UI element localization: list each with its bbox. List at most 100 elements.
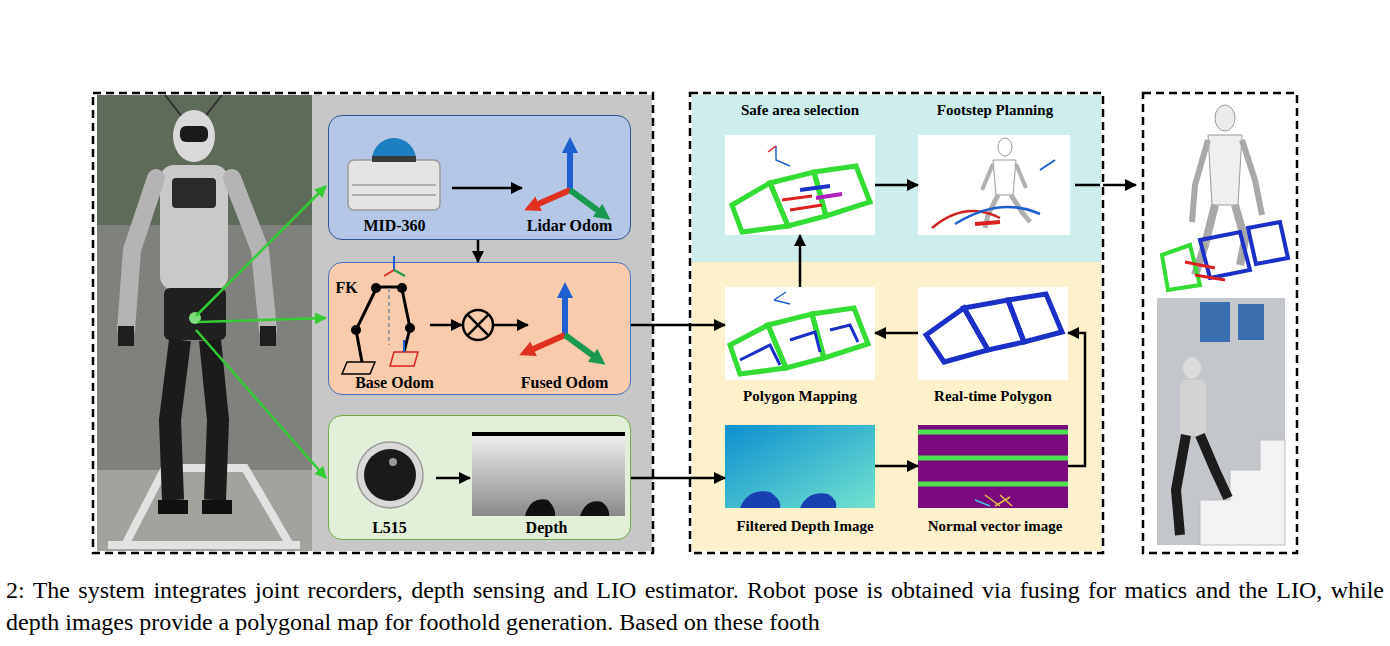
node-label: Polygon Mapping <box>743 389 857 404</box>
result-images <box>1148 98 1292 292</box>
image-panel: Footstep Planning <box>918 135 1070 235</box>
coordinate-axes <box>565 335 595 357</box>
flow-arrow <box>799 235 802 287</box>
coordinate-axes <box>536 190 570 205</box>
flow-arrow <box>631 477 725 480</box>
coordinate-axes <box>531 335 565 350</box>
flow-arrow <box>1075 184 1100 187</box>
fusion-symbol <box>463 310 493 340</box>
realtime-polygon-image <box>926 294 1062 362</box>
result-images <box>1176 435 1228 535</box>
sensor-lines <box>196 330 326 478</box>
kinematics-sketch <box>342 362 375 374</box>
polygon-map-image <box>774 292 790 304</box>
odometry-box: FKBase OdomFused Odom <box>328 262 631 395</box>
safe-area-image <box>814 166 870 216</box>
robot-photo <box>126 178 156 330</box>
polygon-map-image <box>812 308 868 358</box>
flow-arrow <box>875 184 918 187</box>
robot-photo <box>172 178 216 208</box>
lidar-icon <box>372 138 416 160</box>
result-images <box>1183 357 1201 379</box>
sensor-lines <box>196 186 326 316</box>
depth-image <box>472 432 625 516</box>
node-label: Fused Odom <box>521 375 609 391</box>
polygon-map-image <box>730 325 786 374</box>
robot-photo <box>118 326 134 346</box>
kinematics-sketch <box>351 325 361 335</box>
flow-arrow <box>452 187 522 190</box>
safe-area-image <box>732 146 870 232</box>
robot-photo <box>97 95 312 551</box>
normal-vector-image <box>985 495 1012 506</box>
image-panel: Safe area selection <box>725 135 875 235</box>
safe-area-image <box>800 186 830 190</box>
result-images <box>1200 232 1250 278</box>
lidar-icon <box>372 156 416 162</box>
depth-camera <box>364 449 416 501</box>
depth-camera <box>389 458 397 466</box>
result-images <box>1200 302 1230 342</box>
flow-arrow <box>875 465 918 468</box>
depth-image <box>472 432 625 516</box>
dashed-frame <box>93 93 653 553</box>
lidar-icon <box>348 160 440 210</box>
result-images <box>1238 304 1264 340</box>
node-label: Lidar Odom <box>527 218 613 234</box>
footstep-image <box>932 211 1000 228</box>
footstep-image <box>982 164 1026 190</box>
dashed-frame <box>93 93 1297 553</box>
figure-caption: 2: The system integrates joint recorders… <box>6 574 1384 638</box>
kinematics-sketch <box>405 323 415 333</box>
robot-photo <box>160 165 228 290</box>
polygon-map-image <box>730 292 868 374</box>
dashed-frame <box>690 93 1103 553</box>
coordinate-axes <box>562 295 568 335</box>
filtered-depth-image <box>800 493 836 508</box>
result-images <box>1162 245 1200 290</box>
footstep-image <box>1040 160 1055 170</box>
flow-arrow <box>430 324 462 327</box>
robot-photo <box>232 178 268 330</box>
realtime-polygon-image <box>926 308 988 362</box>
safe-area-image <box>816 194 842 198</box>
mapping-band <box>692 262 1101 551</box>
normal-vector-image <box>918 425 1068 508</box>
node-label: Normal vector image <box>928 519 1063 534</box>
depth-image <box>580 501 609 516</box>
robot-photo <box>260 326 276 346</box>
depth-image <box>472 432 625 436</box>
coordinate-axes <box>567 150 573 190</box>
dashed-frame <box>1143 93 1297 553</box>
node-label: Base Odom <box>355 375 434 391</box>
flow-arrow <box>430 185 1136 478</box>
safe-area-image <box>782 196 822 210</box>
coordinate-axes <box>531 150 600 357</box>
result-images <box>1248 222 1288 264</box>
flow-arrow <box>631 324 725 327</box>
robot-photo <box>210 340 218 500</box>
image-panel: Filtered Depth Image <box>725 425 875 508</box>
robot-photo <box>202 500 232 514</box>
footstep-image <box>955 207 1040 224</box>
safe-area-image <box>776 146 790 166</box>
normal-vector-image <box>918 432 1068 484</box>
robot-photo <box>108 468 300 545</box>
depth-camera <box>357 442 423 508</box>
lidar-icon <box>348 138 440 210</box>
flow-arrow <box>494 324 528 327</box>
safe-area-image <box>770 172 826 226</box>
kinematics-sketch <box>342 256 418 374</box>
filtered-depth-image <box>725 425 875 508</box>
footstep-image <box>932 138 1055 228</box>
kinematics-sketch <box>394 270 405 276</box>
node-label: L515 <box>372 520 407 536</box>
robot-photo <box>173 110 215 162</box>
node-label: MID-360 <box>363 218 425 234</box>
result-images <box>1208 135 1242 205</box>
fusion-symbol <box>463 310 493 340</box>
node-label: Real-time Polygon <box>934 389 1052 404</box>
kinematics-sketch <box>403 340 405 352</box>
